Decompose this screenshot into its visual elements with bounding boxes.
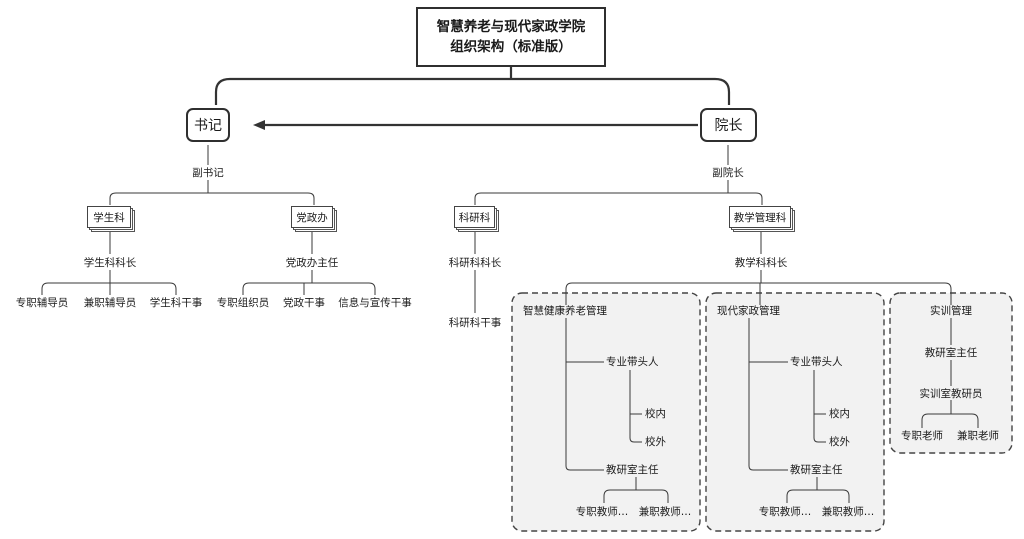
secretary-box: 书记	[186, 108, 230, 142]
dept-teaching-label: 教学管理科	[729, 206, 791, 228]
training-teacher: 兼职老师	[957, 430, 999, 442]
training-staff: 实训室教研员	[919, 388, 983, 400]
dept-research-label: 科研科	[454, 206, 495, 228]
health-lead-child: 校外	[645, 436, 666, 448]
dept-student-label: 学生科	[87, 206, 131, 228]
group-box-housekeeping	[705, 292, 885, 532]
party-office-head: 党政办主任	[285, 257, 339, 269]
party-member: 专职组织员	[216, 297, 270, 309]
housekeeping-lead: 专业带头人	[790, 356, 843, 368]
connector-secretary	[109, 145, 315, 205]
student-member: 兼职辅导员	[83, 297, 137, 309]
deputy-secretary: 副书记	[192, 167, 224, 179]
arrow-head	[253, 120, 265, 130]
org-title-line1: 智慧养老与现代家政学院	[436, 19, 586, 35]
health-teacher: 兼职教师…	[638, 506, 692, 518]
dean-box: 院长	[700, 108, 757, 142]
training-teacher: 专职老师	[901, 430, 943, 442]
student-member: 专职辅导员	[15, 297, 69, 309]
connector-student-dept	[41, 230, 177, 295]
dept-teaching: 教学管理科	[729, 206, 795, 232]
student-dept-head: 学生科科长	[83, 257, 137, 269]
research-dept-head: 科研科科长	[448, 257, 502, 269]
housekeeping-teacher: 兼职教师…	[821, 506, 875, 518]
housekeeping-teacher: 专职教师…	[758, 506, 812, 518]
connector-health-group	[565, 318, 669, 503]
connector-dean	[474, 145, 763, 205]
connector-title	[214, 67, 731, 105]
party-member: 信息与宣传干事	[338, 297, 412, 309]
org-title-box: 智慧养老与现代家政学院 组织架构（标准版）	[416, 7, 606, 67]
research-staff: 科研科干事	[448, 317, 502, 329]
org-title-line2: 组织架构（标准版）	[450, 39, 572, 55]
group-box-health	[511, 292, 701, 532]
group-housekeeping-label: 现代家政管理	[717, 305, 780, 317]
training-director: 教研室主任	[924, 347, 978, 359]
connector-training-group	[921, 318, 979, 428]
housekeeping-director: 教研室主任	[790, 464, 843, 476]
dept-student: 学生科	[87, 206, 135, 232]
group-training-label: 实训管理	[930, 305, 972, 317]
housekeeping-lead-child: 校外	[829, 436, 850, 448]
dept-party-office-label: 党政办	[291, 206, 333, 228]
group-health-label: 智慧健康养老管理	[523, 305, 607, 317]
health-lead: 专业带头人	[606, 356, 659, 368]
student-member: 学生科干事	[149, 297, 203, 309]
teaching-dept-head: 教学科科长	[734, 257, 788, 269]
health-teacher: 专职教师…	[575, 506, 629, 518]
dept-research: 科研科	[454, 206, 499, 232]
dept-party-office: 党政办	[291, 206, 337, 232]
connector-party-office	[242, 230, 376, 295]
party-member: 党政干事	[283, 297, 325, 309]
housekeeping-lead-child: 校内	[829, 408, 850, 420]
connector-teaching-dept	[565, 230, 952, 305]
deputy-dean: 副院长	[712, 167, 744, 179]
connector-housekeeping-group	[748, 318, 850, 503]
health-lead-child: 校内	[645, 408, 666, 420]
health-director: 教研室主任	[606, 464, 659, 476]
